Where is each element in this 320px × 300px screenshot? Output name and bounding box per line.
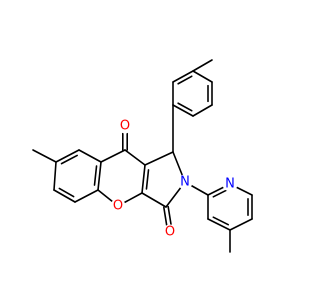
bond bbox=[55, 149, 80, 163]
bond bbox=[100, 149, 126, 163]
atom-label-background bbox=[222, 176, 238, 192]
bond bbox=[172, 104, 194, 117]
bond bbox=[124, 149, 146, 166]
bond bbox=[192, 104, 213, 117]
bond bbox=[144, 151, 174, 166]
o_ketone-atom-label: O bbox=[120, 119, 130, 134]
atom-label-background bbox=[110, 198, 126, 214]
bond bbox=[53, 161, 57, 191]
bond bbox=[53, 189, 76, 203]
o_lactam-atom-label: O bbox=[165, 225, 175, 240]
bond bbox=[78, 149, 102, 163]
bond bbox=[60, 154, 78, 165]
atom-label-background bbox=[177, 174, 193, 190]
bond bbox=[141, 192, 167, 208]
bond bbox=[177, 75, 193, 85]
bond bbox=[229, 218, 253, 231]
n_pyrrole-atom-label: N bbox=[180, 175, 190, 190]
bond bbox=[212, 216, 230, 226]
atom-label-background bbox=[117, 118, 133, 134]
bond bbox=[141, 164, 146, 194]
bond bbox=[192, 59, 213, 72]
n_pyridine-atom-label: N bbox=[225, 177, 235, 192]
bond bbox=[93, 165, 98, 186]
bond bbox=[74, 189, 99, 203]
o_ring-atom-label: O bbox=[113, 199, 123, 214]
molecule-structure: O O O N N bbox=[32, 59, 253, 253]
bond bbox=[192, 70, 213, 83]
bond bbox=[58, 187, 75, 198]
bond bbox=[172, 70, 194, 83]
bond bbox=[207, 218, 231, 231]
bond bbox=[177, 102, 193, 112]
bond bbox=[32, 149, 57, 163]
bond bbox=[145, 169, 150, 190]
bond bbox=[97, 161, 102, 191]
bond bbox=[212, 188, 230, 198]
atom-label-background bbox=[162, 224, 178, 240]
